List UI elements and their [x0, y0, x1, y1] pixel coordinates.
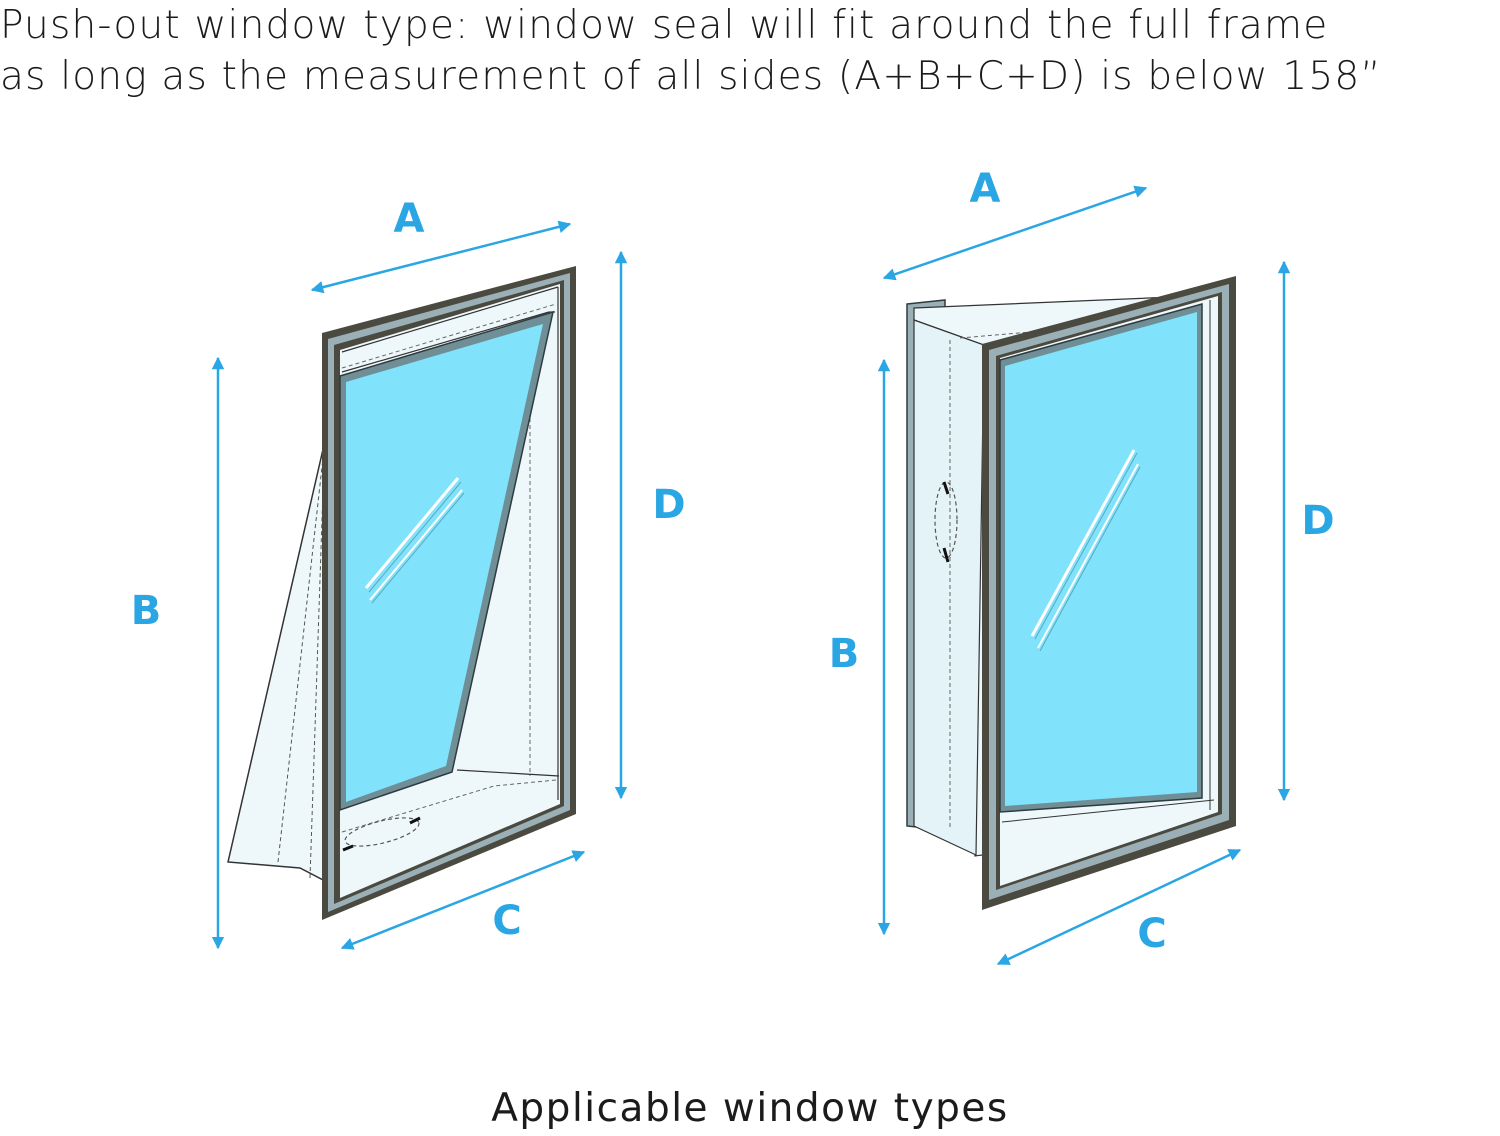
- label-a: A: [970, 166, 1001, 212]
- left-dimension-lines: [211, 220, 628, 950]
- dimension-c-line: [340, 850, 586, 950]
- headline-line-1: Push-out window type: window seal will f…: [0, 3, 1329, 48]
- dimension-a-line: [882, 185, 1148, 281]
- label-d: D: [652, 482, 685, 528]
- window-glass: [346, 324, 543, 802]
- label-b: B: [131, 588, 162, 634]
- left-dimension-labels: A B C D: [131, 196, 686, 944]
- label-c: C: [1137, 911, 1166, 957]
- caption: Applicable window types: [491, 1086, 1009, 1131]
- right-dimension-lines: [877, 185, 1291, 966]
- dimension-a-line: [310, 220, 572, 294]
- window-glass: [1005, 312, 1197, 806]
- dimension-c-line: [996, 848, 1242, 966]
- label-b: B: [829, 631, 860, 677]
- zipper-opening: [934, 481, 958, 559]
- awning-window: [227, 266, 576, 920]
- label-d: D: [1301, 498, 1334, 544]
- label-c: C: [492, 898, 521, 944]
- right-dimension-labels: A B C D: [829, 166, 1335, 957]
- casement-window: [906, 276, 1236, 910]
- zipper-opening: [344, 817, 420, 847]
- headline-line-2: as long as the measurement of all sides …: [0, 54, 1382, 99]
- label-a: A: [394, 196, 425, 242]
- headline: Push-out window type: window seal will f…: [0, 0, 1500, 102]
